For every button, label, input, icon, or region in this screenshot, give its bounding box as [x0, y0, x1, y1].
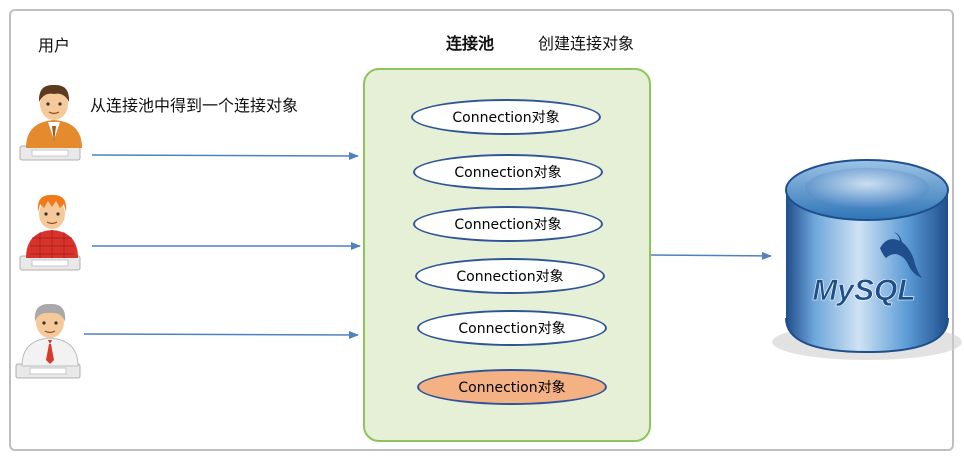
pool-to-db-arrow: [650, 251, 772, 260]
create-objects-label: 创建连接对象: [538, 34, 635, 53]
user-brown-hair-icon: [19, 84, 82, 161]
connection-object: Connection对象: [415, 258, 605, 294]
users-label: 用户: [38, 36, 71, 55]
request-arrow: [83, 330, 359, 339]
connection-object: Connection对象: [413, 154, 603, 190]
mysql-logo-text: MySQL: [812, 274, 915, 307]
user-orange-hair-icon: [19, 194, 81, 271]
request-arrow: [91, 151, 359, 160]
mysql-database-icon: [772, 159, 962, 360]
connection-object: Connection对象: [413, 206, 603, 242]
pool-title: 连接池: [446, 34, 495, 53]
connection-object-in-use: Connection对象: [417, 369, 607, 405]
get-connection-label: 从连接池中得到一个连接对象: [90, 96, 299, 115]
connection-object: Connection对象: [411, 99, 601, 135]
user-gray-hair-icon: [15, 303, 81, 379]
connection-object: Connection对象: [417, 310, 607, 346]
mysql-dolphin-icon: [880, 232, 922, 278]
